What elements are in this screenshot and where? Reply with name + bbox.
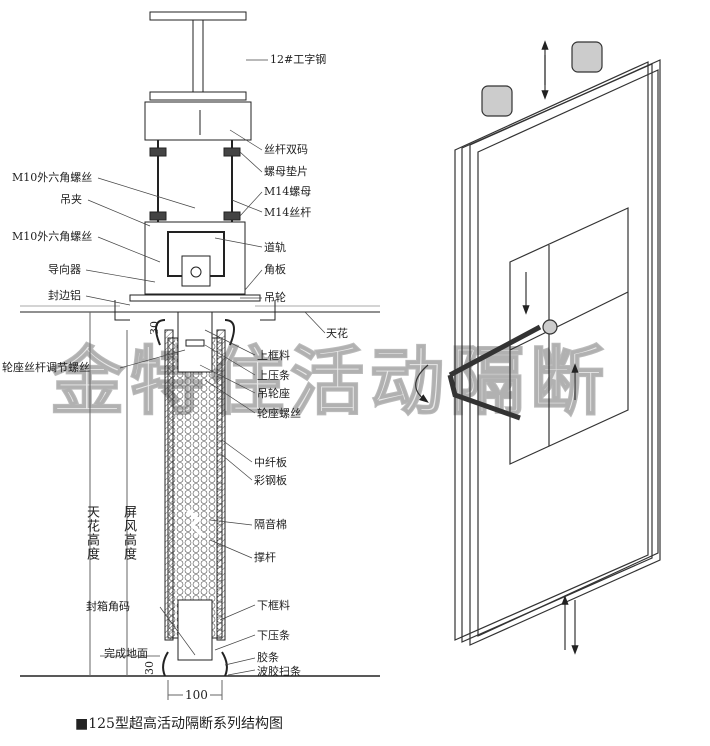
label-hanger-clamp: 吊夹 [60,193,82,206]
label-wheel-adjust-screw: 轮座丝杆调节螺丝 [2,361,90,374]
label-ceiling-height: 天花高度 [84,505,99,561]
label-finished-floor: 完成地面 [104,647,148,660]
isometric-panel [415,40,661,655]
crank-handle [447,324,542,421]
label-m14-rod: M14丝杆 [264,206,312,219]
label-wheel-seat-screw: 轮座螺丝 [257,407,301,420]
label-wheel-seat: 吊轮座 [257,387,290,400]
label-hanging-wheel: 吊轮 [264,291,286,304]
dimension-top-gap: 30 [148,321,161,335]
label-screen-height: 屏风高度 [121,505,136,561]
label-double-clamp: 丝杆双码 [264,143,308,156]
inspection-window [509,207,629,465]
label-wave-sweep-strip: 波胶扫条 [257,665,301,678]
label-rubber-strip: 胶条 [257,651,279,664]
label-ceiling: 天花 [326,327,348,340]
roller-right [571,41,603,73]
diagram-title: ■125型超高活动隔断系列结构图 [75,716,283,732]
i-beam [149,11,247,101]
label-sound-insulation: 隔音棉 [254,518,287,531]
label-strut: 撑杆 [254,551,276,564]
label-bottom-frame: 下框料 [257,599,290,612]
label-bottom-bead: 下压条 [257,629,290,642]
label-steel-board: 彩钢板 [254,474,287,487]
rotate-arrow [415,364,429,403]
label-i-beam: 12#工字钢 [270,53,327,66]
label-m14-nut: M14螺母 [264,185,312,198]
label-top-frame: 上框料 [257,349,290,362]
dimension-bottom-gap: 30 [143,661,156,675]
label-m10-screw-2: M10外六角螺丝 [12,230,93,243]
dimension-width: 100 [183,688,210,702]
label-top-bead: 上压条 [257,369,290,382]
label-angle-plate: 角板 [264,263,286,276]
label-corner-bracket: 封箱角码 [86,600,130,613]
watermark: 金特住活动隔断 [49,338,610,426]
handle-hub [542,319,558,335]
label-nut-washer: 螺母垫片 [264,165,308,178]
roller-left [481,85,513,117]
double-clamp [144,101,252,141]
label-m10-screw-1: M10外六角螺丝 [12,171,93,184]
label-guide: 导向器 [48,263,81,276]
label-edge-aluminum: 封边铝 [48,289,81,302]
label-track: 道轨 [264,241,286,254]
label-mdf-board: 中纤板 [254,456,287,469]
